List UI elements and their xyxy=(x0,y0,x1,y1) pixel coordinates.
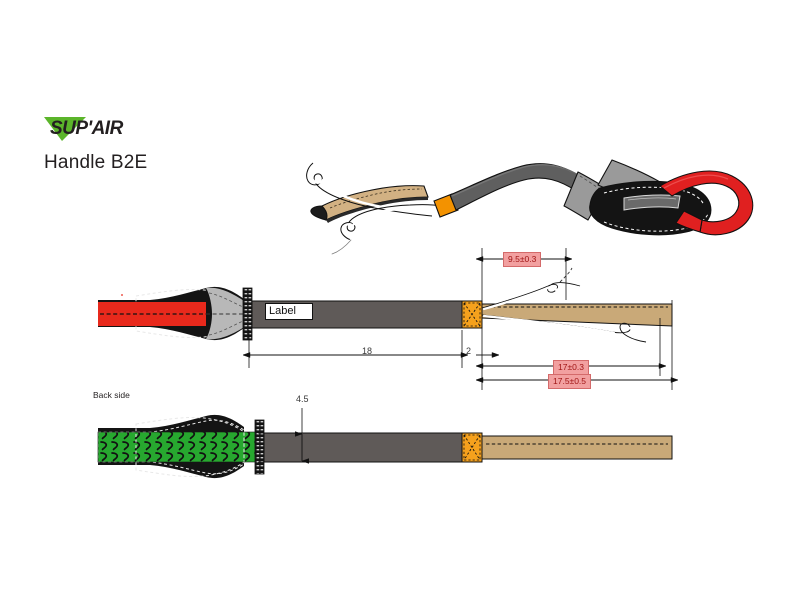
dimension-18: 18 xyxy=(362,346,373,356)
back-flat-view xyxy=(97,414,673,479)
back-side-caption: Back side xyxy=(93,390,130,400)
dimension-2: 2 xyxy=(466,346,472,356)
dimension-9p5: 9.5±0.3 xyxy=(503,252,542,267)
brand-wordmark: SUP'AIR xyxy=(50,118,124,139)
dimension-annotations-back xyxy=(258,408,318,462)
suppair-triangle-logo-icon xyxy=(44,117,86,141)
page-title: Handle B2E xyxy=(44,152,148,173)
dimension-4p5: 4.5 xyxy=(296,394,309,404)
dimension-17: 17±0.3 xyxy=(553,360,589,375)
label-callout-box: Label xyxy=(265,303,313,320)
front-flat-view xyxy=(98,267,673,343)
perspective-illustration xyxy=(306,159,754,256)
svg-text:SUP'AIR: SUP'AIR xyxy=(50,118,124,139)
dimension-17p5: 17.5±0.5 xyxy=(548,374,592,389)
